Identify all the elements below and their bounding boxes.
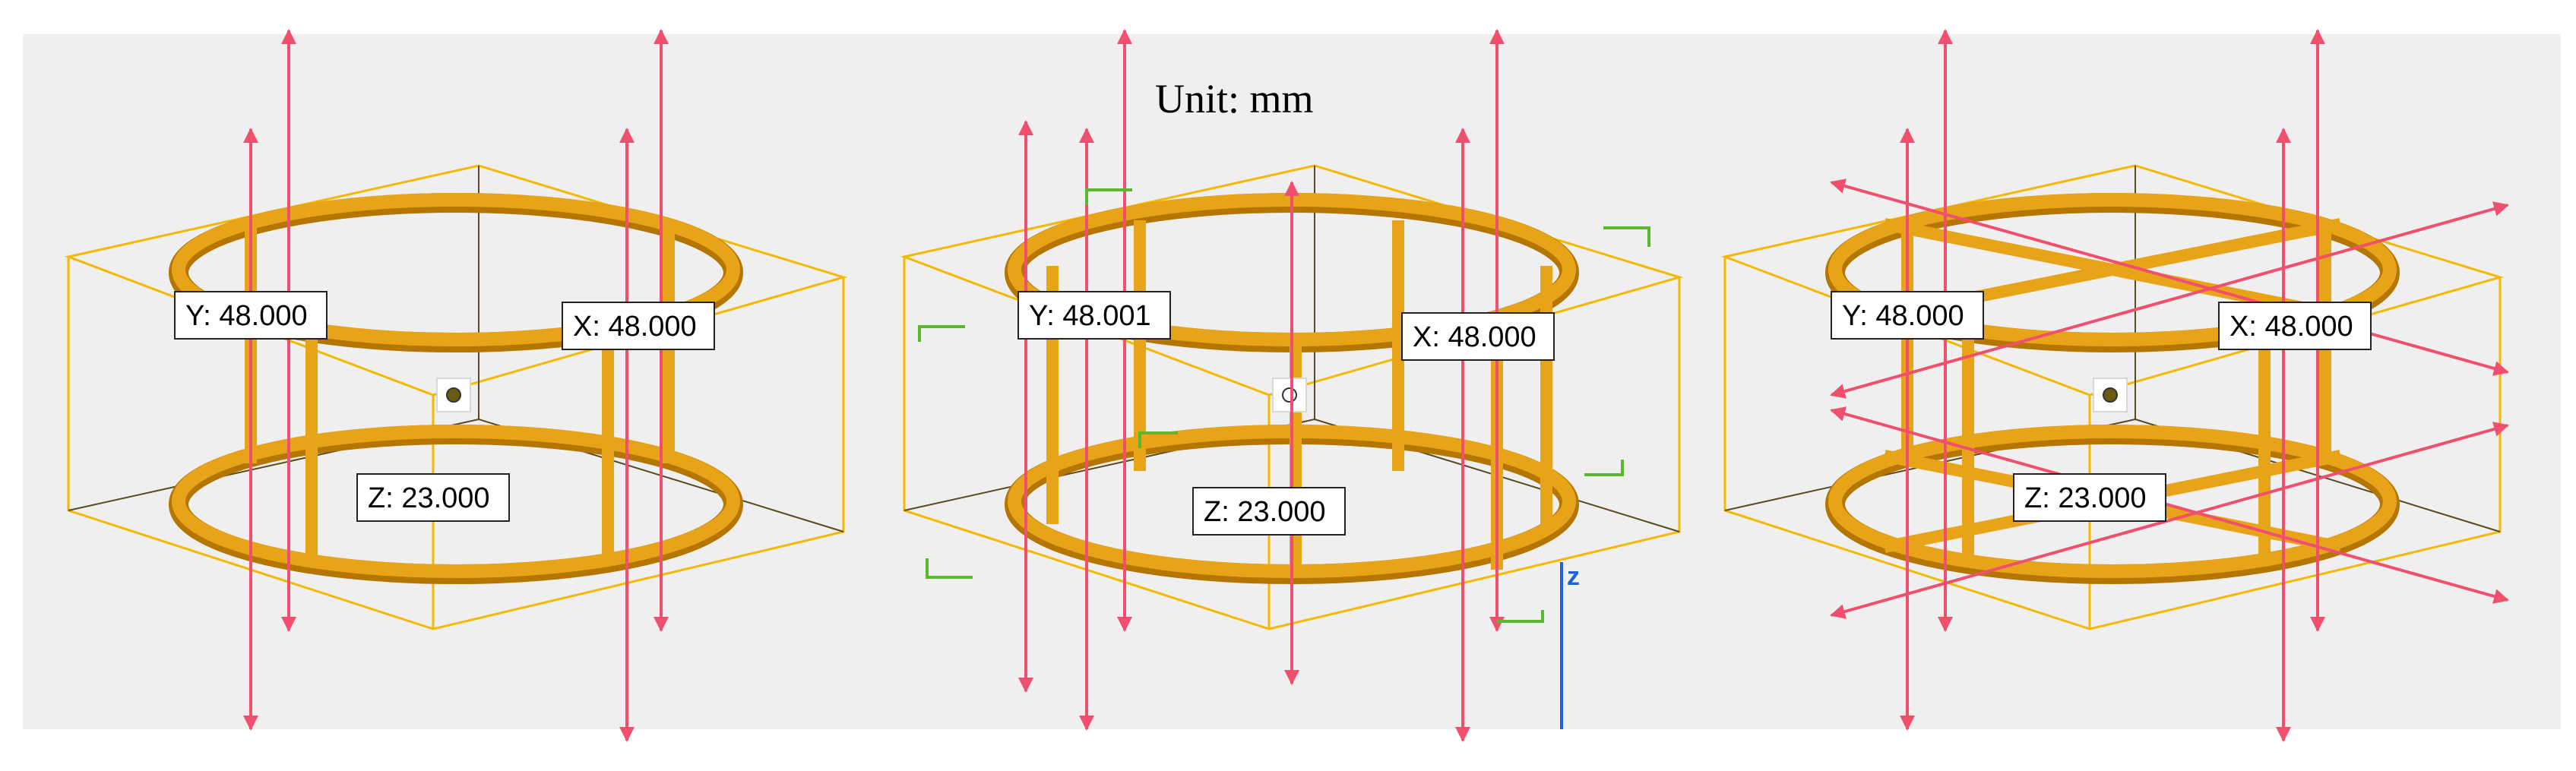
z-dimension-label-box	[1192, 487, 1346, 536]
z-dimension-label-box	[2013, 473, 2166, 522]
gizmo-stroke	[1085, 188, 1132, 205]
gizmo-stroke	[1584, 460, 1624, 476]
z-dimension-label: Z: 23.000	[1204, 496, 1326, 528]
pivot-marker	[1282, 387, 1297, 403]
panel-ring-cage-selected: z Y: 48.001 X: 48.000 Z: 23.000	[900, 29, 1684, 742]
y-dimension-label: Y: 48.000	[1842, 300, 1964, 332]
transform-gizmo-handle	[1603, 226, 1650, 247]
transform-gizmo-handle	[1085, 188, 1132, 205]
gizmo-stroke	[1138, 431, 1178, 448]
z-axis-label: z	[1567, 562, 1580, 591]
gizmo-stroke	[1603, 226, 1650, 247]
gizmo-stroke	[926, 558, 973, 579]
x-dimension-label-box	[562, 302, 715, 350]
top-ring	[172, 193, 740, 346]
transform-gizmo-handle	[1138, 431, 1178, 448]
gizmo-stroke	[918, 325, 965, 342]
z-dimension-label: Z: 23.000	[368, 482, 490, 514]
y-dimension-label-box	[1017, 291, 1171, 340]
pivot-marker	[446, 387, 461, 403]
x-dimension-label: X: 48.000	[1413, 321, 1536, 353]
x-dimension-label-box	[2218, 302, 2372, 350]
diagonal-load-arrow	[1830, 422, 2509, 619]
y-dimension-label-box	[174, 291, 328, 340]
y-dimension-label-box	[1831, 291, 1984, 340]
panel-ring-cage: Y: 48.000 X: 48.000 Z: 23.000	[64, 29, 848, 742]
x-dimension-label: X: 48.000	[573, 311, 697, 343]
unit-label: Unit: mm	[1155, 76, 1314, 122]
transform-gizmo-handle	[1584, 460, 1624, 476]
diagonal-load-arrow	[1830, 201, 2509, 399]
gizmo-stroke	[1497, 610, 1544, 623]
transform-gizmo-handle	[1497, 610, 1544, 623]
y-dimension-label: Y: 48.001	[1029, 300, 1151, 332]
y-dimension-label: Y: 48.000	[185, 300, 308, 332]
bottom-ring	[172, 425, 740, 578]
z-dimension-label-box	[356, 473, 510, 522]
z-dimension-label: Z: 23.000	[2024, 482, 2147, 514]
x-dimension-label-box	[1401, 312, 1555, 361]
transform-gizmo-handle	[918, 325, 965, 342]
x-dimension-label: X: 48.000	[2229, 311, 2353, 343]
panel-ring-cage-cross-braced: Y: 48.000 X: 48.000 Z: 23.000	[1720, 29, 2509, 742]
transform-gizmo-handle	[926, 558, 973, 579]
pivot-marker	[2103, 387, 2118, 403]
